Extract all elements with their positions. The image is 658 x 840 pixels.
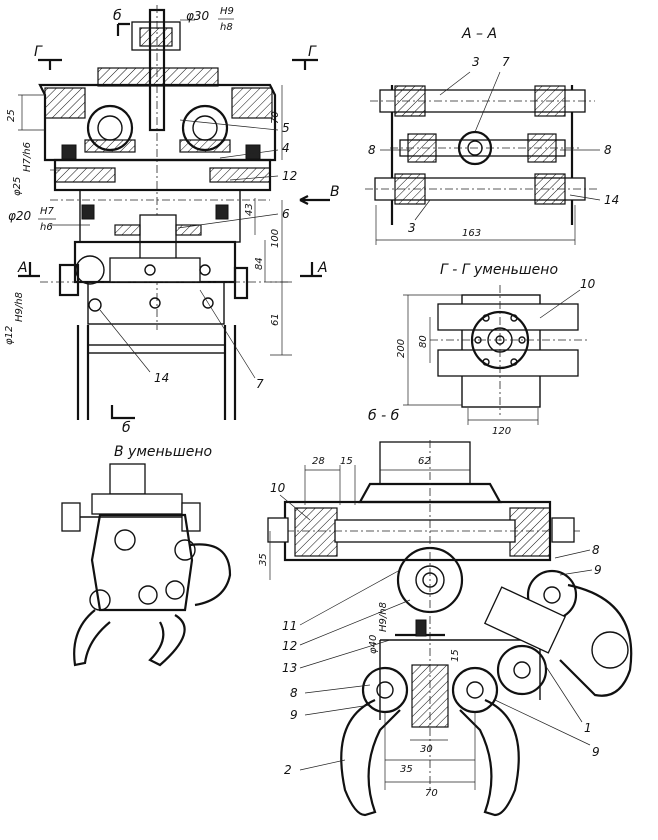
bb-dim-d40: φ40 bbox=[368, 635, 379, 654]
cut-mark-g-right: Г bbox=[308, 44, 317, 60]
gg-dim-200: 200 bbox=[396, 339, 407, 358]
aa-dim-163: 163 bbox=[462, 228, 481, 239]
leader-5: 5 bbox=[282, 121, 290, 135]
aa-leader-7: 7 bbox=[502, 55, 510, 69]
leader-6: 6 bbox=[282, 207, 290, 221]
section-aa-labels: А – А 3 7 8 8 3 14 163 bbox=[368, 26, 619, 239]
section-gg-labels: Г - Г уменьшено 200 80 120 10 bbox=[396, 262, 596, 437]
main-view bbox=[18, 5, 330, 420]
bb-dim-35b: 35 bbox=[400, 764, 413, 775]
bb-dim-d40-fit: H9/h8 bbox=[378, 602, 389, 632]
dim-d20: φ20 bbox=[8, 209, 32, 223]
bb-dim-15b: 15 bbox=[450, 649, 461, 662]
leader-7: 7 bbox=[256, 377, 264, 391]
section-gg bbox=[403, 285, 590, 425]
aa-leader-8-right: 8 bbox=[604, 143, 612, 157]
bb-leader-12: 12 bbox=[282, 639, 297, 653]
dim-v100: 100 bbox=[270, 229, 281, 248]
dim-v84: 84 bbox=[254, 257, 265, 270]
cut-mark-a-right: А bbox=[317, 260, 328, 276]
view-v-labels: В уменьшено bbox=[114, 444, 212, 460]
dim-d20-fit-bot: h6 bbox=[40, 222, 53, 233]
bb-leader-10: 10 bbox=[270, 481, 286, 495]
gg-dim-120: 120 bbox=[492, 426, 511, 437]
aa-leader-3a: 3 bbox=[472, 55, 480, 69]
dim-d30: φ30 bbox=[186, 9, 210, 23]
section-bb-title: б - б bbox=[368, 408, 400, 424]
leader-12: 12 bbox=[282, 169, 297, 183]
dim-v61: 61 bbox=[270, 313, 281, 326]
dim-d20-fit-top: H7 bbox=[40, 206, 55, 217]
bb-leader-9-left: 9 bbox=[290, 708, 298, 722]
section-aa bbox=[365, 71, 601, 245]
bb-dim-70: 70 bbox=[425, 788, 438, 799]
aa-leader-14: 14 bbox=[604, 193, 619, 207]
view-v bbox=[61, 463, 232, 667]
view-v-title: В уменьшено bbox=[114, 444, 212, 460]
gg-leader-10: 10 bbox=[580, 277, 596, 291]
bb-leader-9-right: 9 bbox=[594, 563, 602, 577]
dim-d30-fit-bot: h8 bbox=[220, 22, 233, 33]
dim-v70: 70 bbox=[270, 111, 281, 124]
bb-leader-9-bottom: 9 bbox=[592, 745, 600, 759]
dim-v43: 43 bbox=[244, 203, 255, 216]
bb-dim-28: 28 bbox=[312, 456, 325, 467]
section-bb bbox=[267, 440, 633, 817]
section-bb-labels: б - б 28 15 62 35 φ40 H9/h8 15 30 35 70 … bbox=[258, 408, 602, 799]
bb-leader-2: 2 bbox=[284, 763, 292, 777]
dim-d30-fit-top: H9 bbox=[220, 6, 234, 17]
dim-d12-fit: H9/h8 bbox=[14, 292, 25, 322]
bb-leader-8-left: 8 bbox=[290, 686, 298, 700]
bb-dim-15: 15 bbox=[340, 456, 353, 467]
cut-mark-a-left: А bbox=[17, 260, 28, 276]
dim-d25: φ25 bbox=[12, 177, 23, 196]
bb-leader-8-right: 8 bbox=[592, 543, 600, 557]
bb-leader-1: 1 bbox=[584, 721, 592, 735]
cut-mark-b-top: б bbox=[113, 8, 122, 24]
leader-14: 14 bbox=[154, 371, 169, 385]
dim-v25: 25 bbox=[6, 109, 17, 122]
dim-d12: φ12 bbox=[4, 326, 15, 345]
bb-leader-11: 11 bbox=[282, 619, 297, 633]
aa-leader-3b: 3 bbox=[408, 221, 416, 235]
aa-leader-8-left: 8 bbox=[368, 143, 376, 157]
bb-dim-30: 30 bbox=[420, 744, 433, 755]
section-gg-title: Г - Г уменьшено bbox=[440, 262, 558, 278]
section-aa-title: А – А bbox=[461, 26, 497, 42]
main-view-labels: б Г Г А А б В φ30 H9 h8 25 φ25 H7/h6 φ20… bbox=[4, 6, 340, 436]
cut-mark-b-bottom: б bbox=[122, 420, 131, 436]
cut-mark-g-left: Г bbox=[34, 44, 43, 60]
bb-leader-13: 13 bbox=[282, 661, 297, 675]
bb-dim-62: 62 bbox=[418, 456, 431, 467]
gg-dim-80: 80 bbox=[418, 335, 429, 348]
leader-4: 4 bbox=[282, 141, 290, 155]
view-arrow-v: В bbox=[330, 184, 340, 200]
bb-dim-35: 35 bbox=[258, 553, 269, 566]
dim-d25-fit: H7/h6 bbox=[22, 142, 33, 172]
